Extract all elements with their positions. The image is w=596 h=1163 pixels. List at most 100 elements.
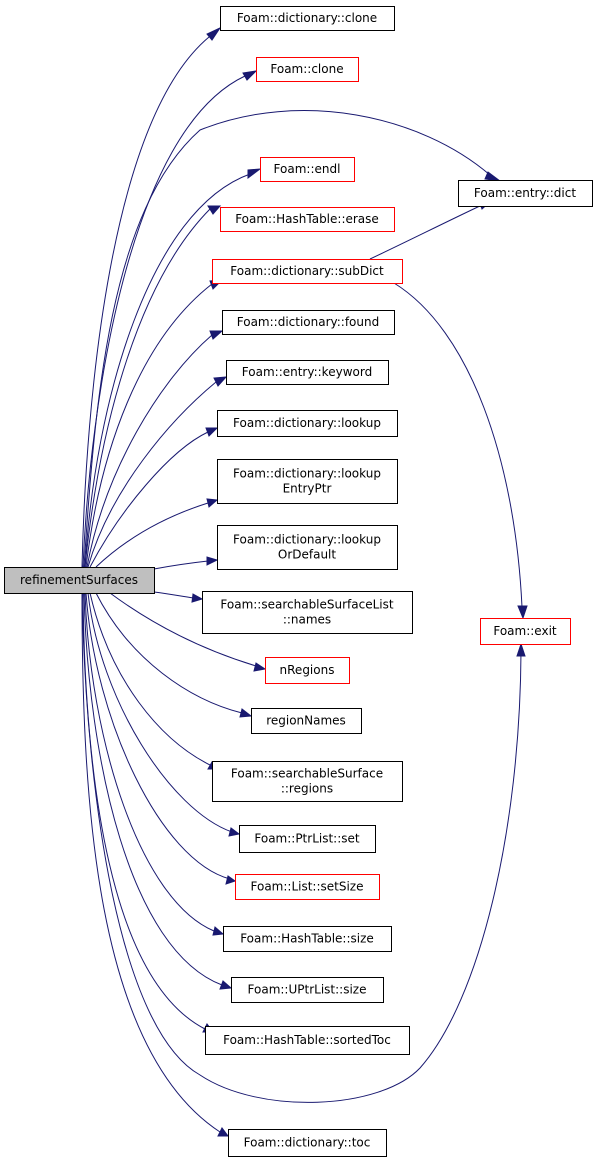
node-found[interactable]: Foam::dictionary::found xyxy=(222,310,395,335)
arrowhead-icon xyxy=(206,498,219,508)
node-box xyxy=(260,157,355,182)
node-ht-size[interactable]: Foam::HashTable::size xyxy=(223,926,392,952)
edge-root-to-foam-clone xyxy=(82,70,258,568)
node-box xyxy=(205,1026,410,1055)
node-label: Foam::exit xyxy=(493,624,557,638)
arrowhead-icon xyxy=(207,205,222,215)
edge-root-to-keyword xyxy=(87,376,228,568)
arrowhead-icon xyxy=(209,330,224,340)
node-label: Foam::dictionary::toc xyxy=(244,1136,371,1150)
node-endl[interactable]: Foam::endl xyxy=(260,157,355,182)
edge-line xyxy=(109,592,257,667)
edge-root-to-uptrlist-size xyxy=(83,592,233,990)
node-box xyxy=(226,360,389,385)
arrowhead-icon xyxy=(219,980,233,990)
node-label: Foam::dictionary::clone xyxy=(237,11,377,25)
node-label: Foam::PtrList::set xyxy=(254,832,360,846)
edge-root-to-lookup xyxy=(89,427,219,568)
edge-line xyxy=(81,592,522,1103)
edge-root-to-region-names xyxy=(95,592,253,718)
arrowhead-icon xyxy=(253,662,267,672)
node-box xyxy=(231,977,384,1003)
edge-root-to-ht-size xyxy=(84,592,225,936)
node-label: Foam::dictionary::lookup xyxy=(233,467,381,481)
edge-line xyxy=(82,592,206,1030)
node-ss-regions[interactable]: Foam::searchableSurface::regions xyxy=(212,761,403,802)
node-label: Foam::entry::keyword xyxy=(242,365,372,379)
node-label: Foam::dictionary::lookup xyxy=(233,533,381,547)
node-ht-sortedtoc[interactable]: Foam::HashTable::sortedToc xyxy=(205,1026,410,1055)
node-dict-toc[interactable]: Foam::dictionary::toc xyxy=(228,1129,387,1157)
node-foam-clone[interactable]: Foam::clone xyxy=(256,57,359,82)
node-ht-erase[interactable]: Foam::HashTable::erase xyxy=(220,207,395,232)
arrowhead-icon xyxy=(239,708,253,718)
edge-root-to-ptrlist-set xyxy=(87,592,241,837)
edge-line xyxy=(84,173,251,568)
edge-root-to-dict-clone xyxy=(81,26,222,568)
node-ssl-names[interactable]: Foam::searchableSurfaceList::names xyxy=(202,591,413,634)
edge-root-to-list-setsize xyxy=(85,592,237,885)
edge-line xyxy=(393,282,523,608)
node-box xyxy=(480,618,571,645)
edge-root-to-nregions xyxy=(109,592,267,672)
edge-line xyxy=(81,592,221,1133)
node-label: Foam::dictionary::subDict xyxy=(230,264,384,278)
edge-line xyxy=(95,592,243,714)
node-label: Foam::endl xyxy=(274,162,341,176)
arrowhead-icon xyxy=(212,926,225,936)
arrowhead-icon xyxy=(225,875,237,885)
node-region-names[interactable]: regionNames xyxy=(251,708,362,734)
edge-root-to-dict-toc xyxy=(81,592,229,1137)
node-keyword[interactable]: Foam::entry::keyword xyxy=(226,360,389,385)
edge-line xyxy=(86,334,213,568)
node-ptrlist-set[interactable]: Foam::PtrList::set xyxy=(239,825,376,853)
node-label: Foam::entry::dict xyxy=(474,186,576,200)
edge-line xyxy=(83,592,223,986)
edge-root-to-subdict xyxy=(85,279,224,568)
edge-line xyxy=(83,110,491,568)
edge-root-to-exit xyxy=(81,592,526,1103)
edge-root-to-entry-dict xyxy=(83,110,502,568)
node-label: Foam::UPtrList::size xyxy=(248,983,367,997)
edge-line xyxy=(84,208,211,568)
node-box xyxy=(228,1129,387,1157)
node-label: Foam::searchableSurface xyxy=(231,767,383,781)
node-label: Foam::clone xyxy=(270,62,343,76)
edge-line xyxy=(89,592,211,766)
arrowhead-icon xyxy=(516,642,526,657)
arrowhead-icon xyxy=(206,26,222,41)
arrowhead-icon xyxy=(242,70,258,81)
node-entry-dict[interactable]: Foam::entry::dict xyxy=(458,180,593,207)
arrowhead-icon xyxy=(247,168,262,179)
node-label: Foam::HashTable::sortedToc xyxy=(223,1033,391,1047)
node-dict-clone[interactable]: Foam::dictionary::clone xyxy=(220,6,395,31)
node-lookup[interactable]: Foam::dictionary::lookup xyxy=(217,410,398,437)
node-label: Foam::HashTable::erase xyxy=(235,212,379,226)
node-subdict[interactable]: Foam::dictionary::subDict xyxy=(212,259,403,284)
nodes-layer: refinementSurfacesFoam::dictionary::clon… xyxy=(4,6,593,1157)
node-label: Foam::searchableSurfaceList xyxy=(220,598,393,612)
node-uptrlist-size[interactable]: Foam::UPtrList::size xyxy=(231,977,384,1003)
edge-line xyxy=(84,592,215,932)
node-box xyxy=(256,57,359,82)
edge-line xyxy=(153,560,209,570)
node-label: ::regions xyxy=(281,782,333,796)
arrowhead-icon xyxy=(228,827,241,837)
node-list-setsize[interactable]: Foam::List::setSize xyxy=(235,874,380,900)
edge-root-to-ssl-names xyxy=(153,591,204,603)
node-exit[interactable]: Foam::exit xyxy=(480,618,571,645)
edge-line xyxy=(153,591,195,599)
node-box xyxy=(212,259,403,284)
node-box xyxy=(265,657,350,684)
node-label: OrDefault xyxy=(278,548,337,562)
edge-line xyxy=(85,283,213,568)
node-box xyxy=(251,708,362,734)
node-label: Foam::List::setSize xyxy=(251,880,364,894)
edge-line xyxy=(369,204,483,260)
edge-root-to-lookup-or-default xyxy=(153,556,219,570)
node-nregions[interactable]: nRegions xyxy=(265,657,350,684)
arrowhead-icon xyxy=(191,593,204,603)
